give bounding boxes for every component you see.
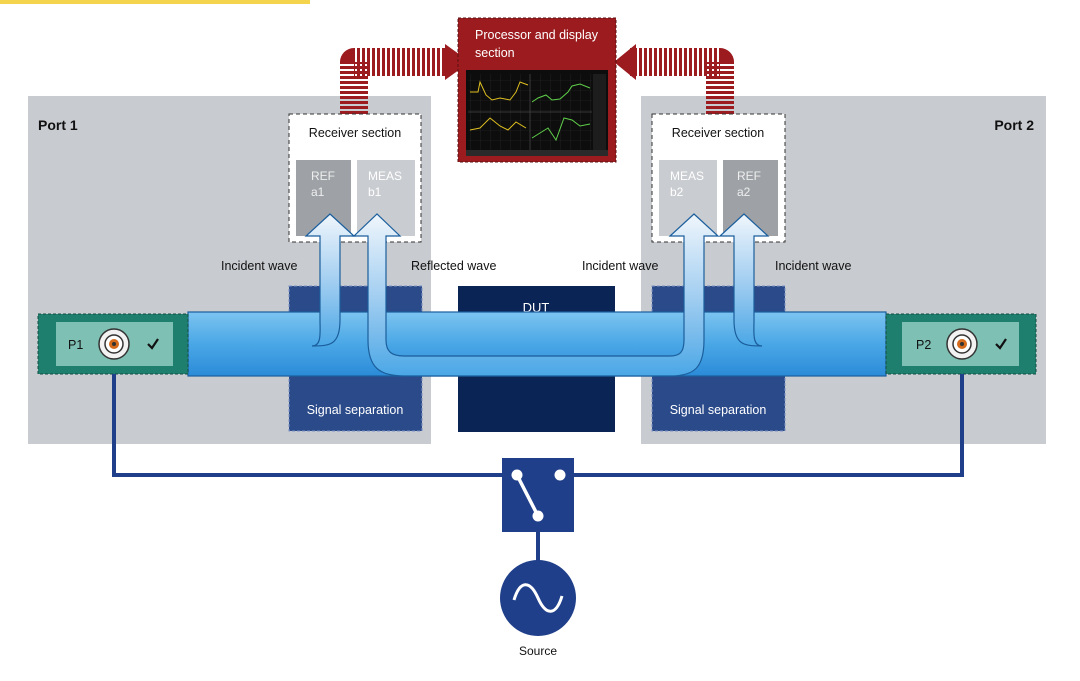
meas-b2-name: MEAS (670, 169, 704, 183)
source-label: Source (519, 644, 557, 658)
receiver-right-title: Receiver section (672, 126, 764, 140)
meas-b2-sub: b2 (670, 185, 684, 199)
reflected-wave-tube (352, 213, 720, 377)
connector-p2: P2 (885, 313, 1037, 375)
incident-wave-right-label: Incident wave (775, 259, 851, 273)
source-generator (500, 560, 576, 636)
processor-title-line2: section (475, 46, 515, 60)
coaxial-connector-icon (946, 328, 978, 360)
switch-icon (502, 458, 574, 532)
port-1-label: Port 1 (38, 117, 78, 133)
signal-sep-left-label: Signal separation (307, 403, 404, 417)
top-accent-bar (0, 0, 310, 4)
coaxial-connector-icon (98, 328, 130, 360)
wire-port1 (112, 374, 502, 477)
incident-wave-left-label: Incident wave (221, 259, 297, 273)
processor-link-left (340, 48, 450, 114)
processor-link-right (630, 48, 734, 114)
signal-sep-right-label: Signal separation (670, 403, 767, 417)
ref-a1-sub: a1 (311, 185, 325, 199)
arrow-left-icon (614, 44, 636, 80)
receiver-left-title: Receiver section (309, 126, 401, 140)
port-2-label: Port 2 (994, 117, 1034, 133)
p1-label: P1 (68, 338, 83, 352)
ref-a2-name: REF (737, 169, 761, 183)
processor-title-line1: Processor and display (475, 28, 599, 42)
sine-wave-icon (512, 583, 564, 613)
p2-label: P2 (916, 338, 931, 352)
incident-wave-tube-right (718, 213, 770, 347)
meas-b1-sub: b1 (368, 185, 382, 199)
incident-wave-center-label: Incident wave (582, 259, 658, 273)
ref-a1-name: REF (311, 169, 335, 183)
analyzer-screen-thumbnail (466, 70, 608, 156)
wire-port2 (574, 374, 964, 477)
meas-b1-name: MEAS (368, 169, 402, 183)
incident-wave-tube-left (304, 213, 356, 347)
dut-label: DUT (523, 300, 550, 315)
ref-a2-sub: a2 (737, 185, 751, 199)
reflected-wave-label: Reflected wave (411, 259, 497, 273)
check-icon (995, 338, 1007, 350)
check-icon (147, 338, 159, 350)
connector-p1: P1 (37, 313, 189, 375)
